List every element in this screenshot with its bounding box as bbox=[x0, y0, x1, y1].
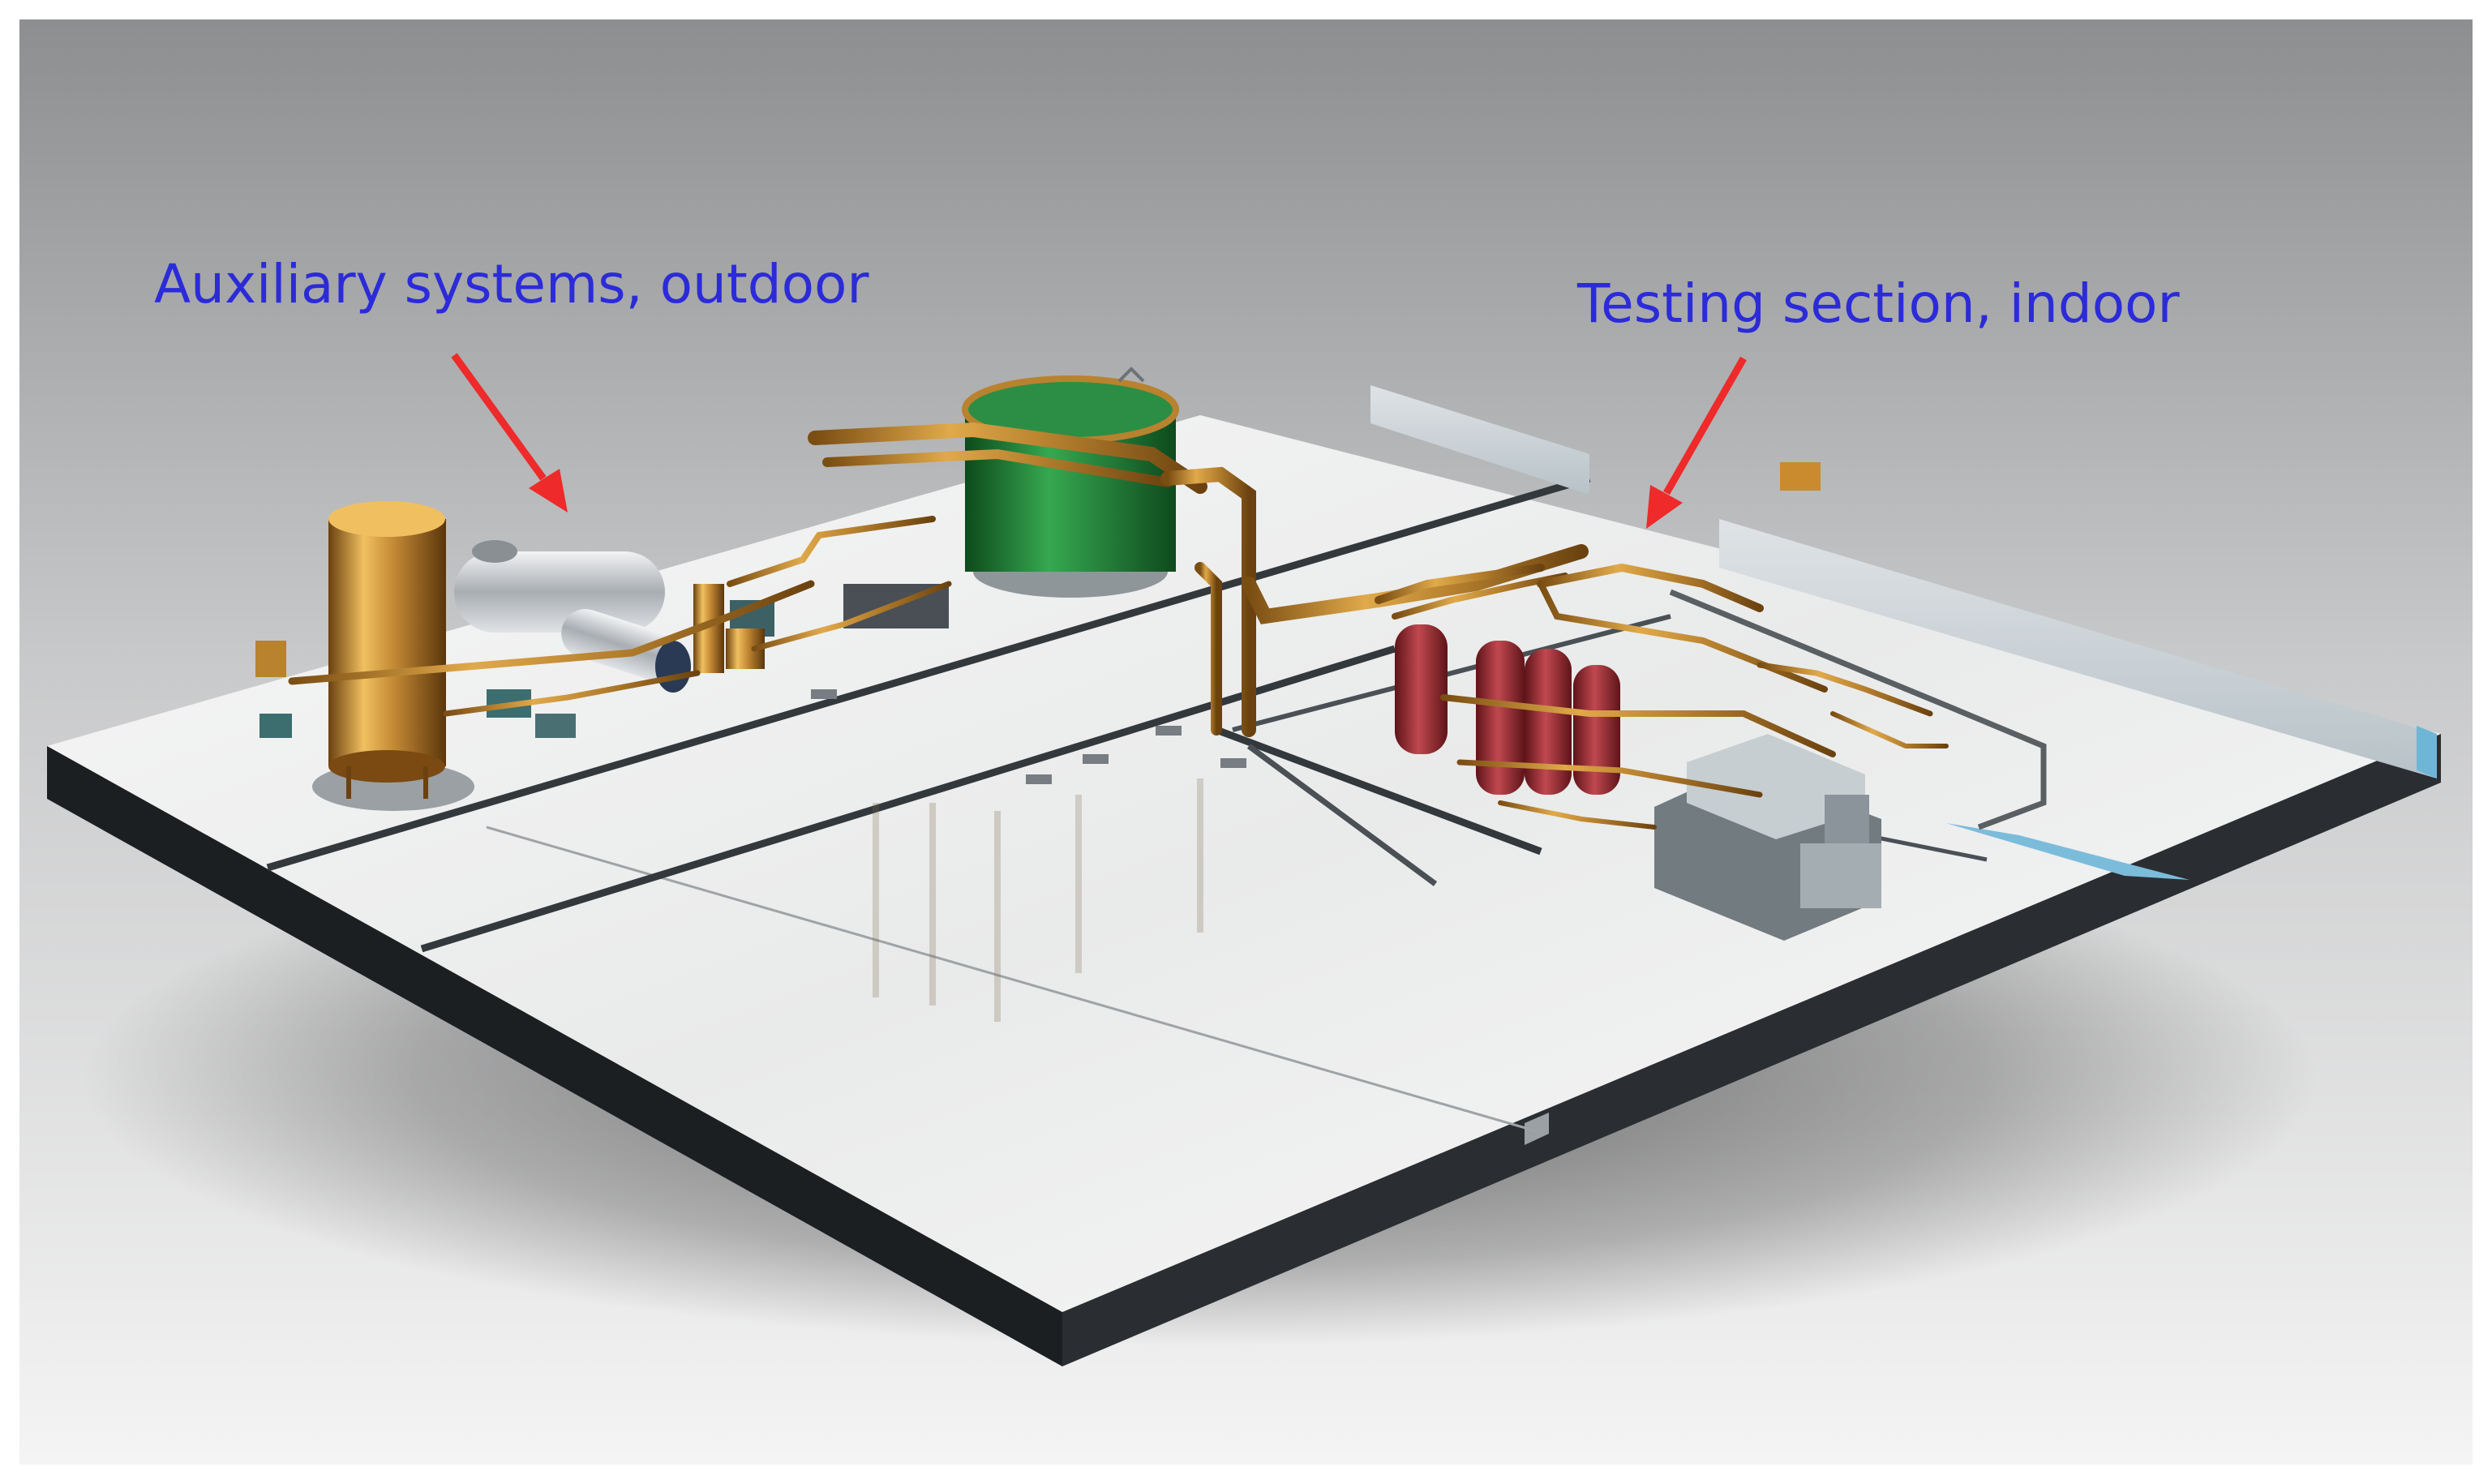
floor-trench bbox=[1232, 614, 1671, 732]
floor-slab-right-edge bbox=[1062, 734, 2441, 1366]
indoor-column-pipes bbox=[1754, 462, 1825, 673]
indoor-wall-cap bbox=[2417, 726, 2437, 778]
red-pressure-vessel bbox=[1476, 641, 1525, 795]
indoor-wall bbox=[1719, 519, 2437, 778]
floor-step bbox=[1525, 1113, 1549, 1145]
red-pressure-vessel bbox=[1525, 649, 1572, 795]
pipe-rack bbox=[808, 420, 1589, 784]
tank-bottom bbox=[328, 750, 445, 783]
vertical-storage-tank bbox=[328, 519, 446, 766]
heat-exchanger bbox=[561, 609, 680, 680]
outdoor-piping bbox=[288, 516, 952, 732]
label-auxiliary-systems: Auxiliary systems, outdoor bbox=[154, 253, 869, 315]
floor-slab-left-edge bbox=[47, 746, 1062, 1366]
rack-footings bbox=[811, 689, 1246, 784]
red-pressure-vessel bbox=[1573, 665, 1620, 795]
vessel-dome bbox=[472, 540, 517, 563]
horizontal-steel-vessel bbox=[454, 551, 665, 633]
test-machine-top bbox=[1687, 734, 1865, 839]
floor-trench bbox=[266, 474, 1591, 872]
floor-trench bbox=[1215, 726, 1542, 856]
arrow-auxiliary bbox=[451, 353, 568, 513]
control-cabinet bbox=[255, 641, 286, 677]
pump-unit bbox=[259, 714, 292, 738]
indoor-wall bbox=[1370, 385, 1589, 495]
red-pressure-vessel bbox=[1395, 624, 1448, 754]
heat-exchanger-end bbox=[655, 641, 691, 693]
motor-unit bbox=[1825, 795, 1869, 843]
blue-floor-pad bbox=[1946, 823, 2190, 880]
motor-unit bbox=[1800, 843, 1881, 908]
floor-trench bbox=[1246, 744, 1438, 886]
tank-ladder bbox=[1117, 367, 1145, 383]
floor-reflection bbox=[873, 778, 1203, 1022]
tank-top bbox=[328, 501, 445, 537]
arrow-testing bbox=[1646, 356, 1747, 529]
floor-trench bbox=[420, 645, 1396, 953]
indoor-loop-pipe bbox=[1669, 589, 2047, 830]
indoor-piping bbox=[1392, 563, 1949, 847]
green-tank-top bbox=[965, 379, 1176, 440]
label-testing-section: Testing section, indoor bbox=[1577, 272, 2180, 335]
pump-unit bbox=[535, 714, 576, 738]
